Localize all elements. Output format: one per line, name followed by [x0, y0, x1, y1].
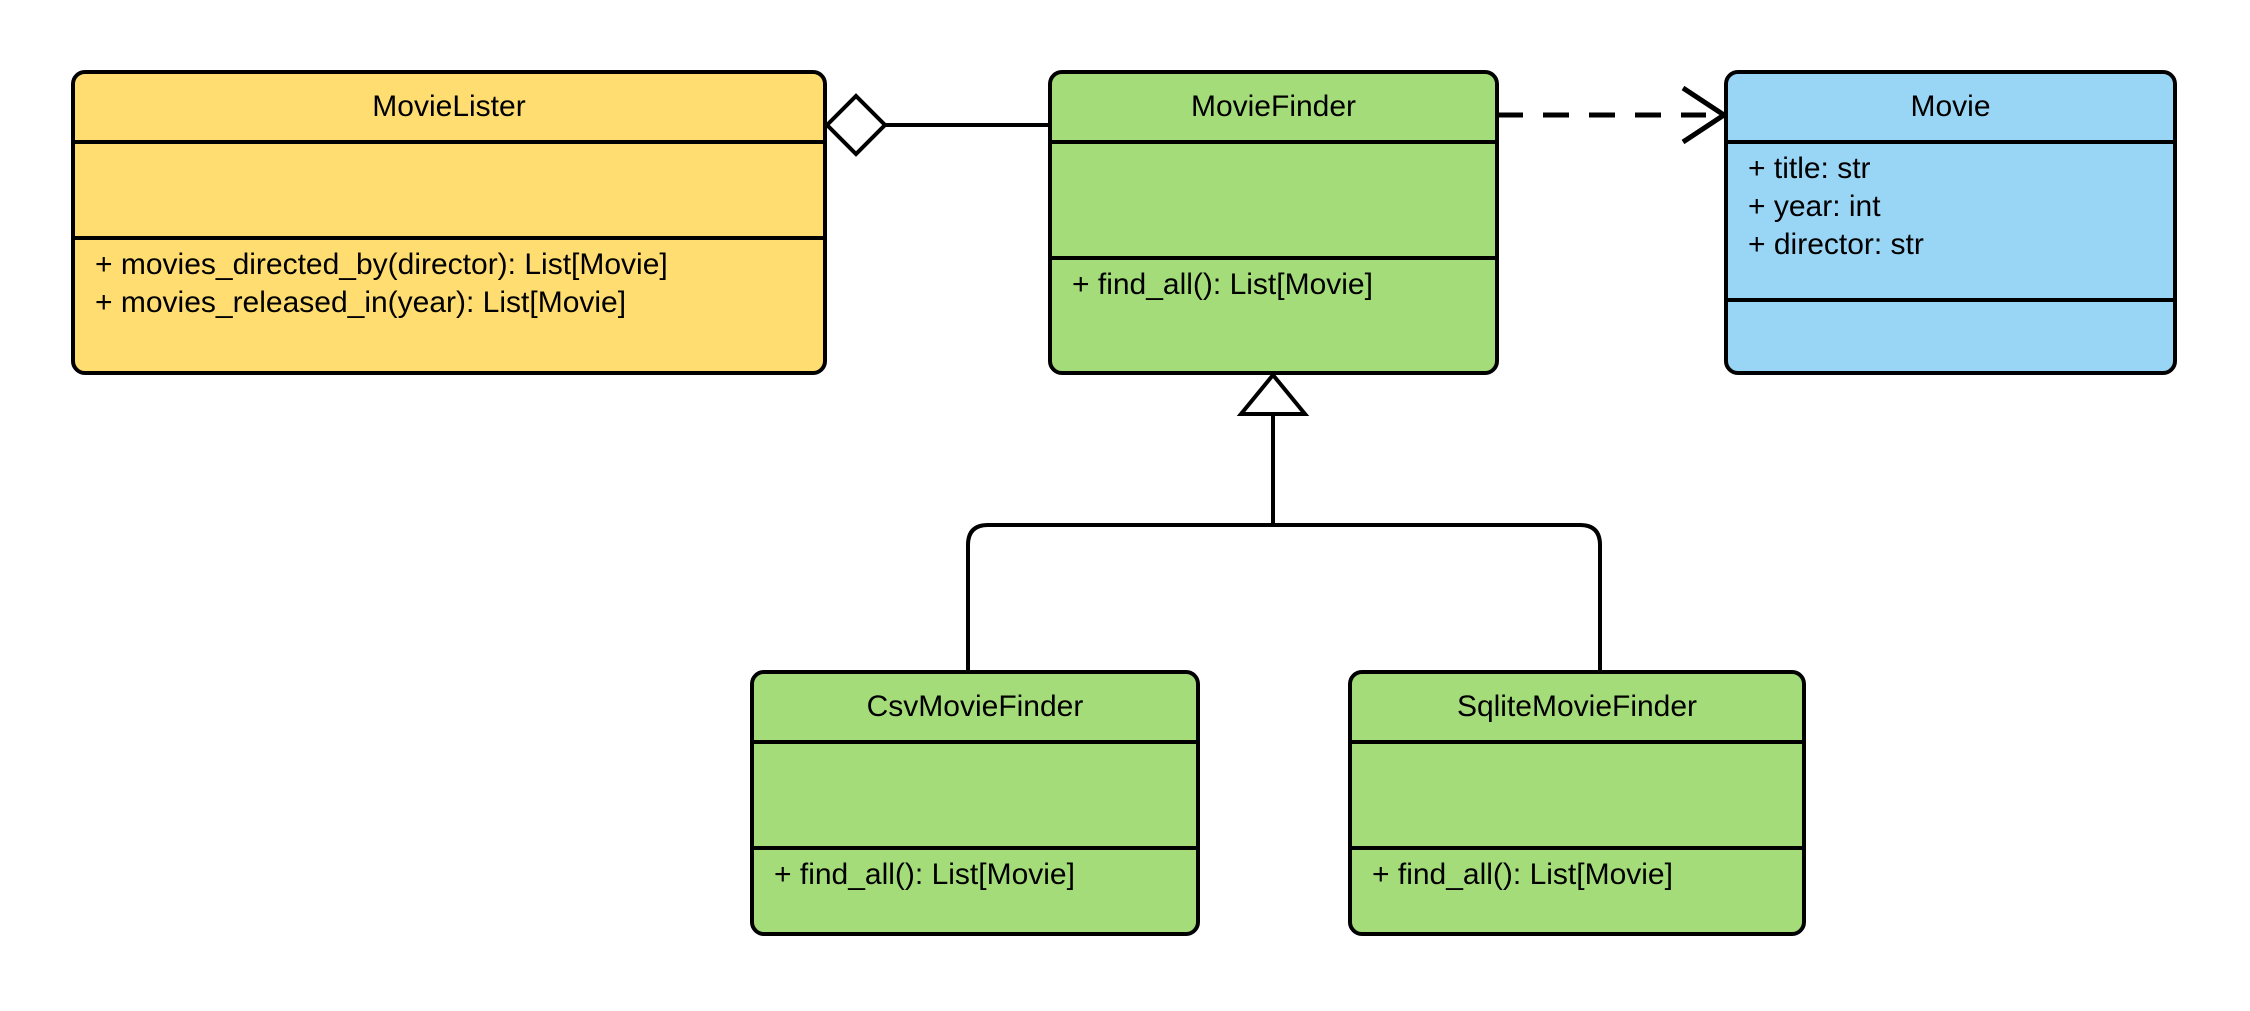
class-method: + find_all(): List[Movie] — [1372, 858, 1673, 891]
class-box-csv-movie-finder[interactable]: CsvMovieFinder + find_all(): List[Movie] — [750, 670, 1200, 936]
relationship-dependency-finder-movie[interactable] — [1497, 85, 1729, 145]
class-method: + movies_directed_by(director): List[Mov… — [95, 248, 668, 281]
class-box-sqlite-movie-finder[interactable]: SqliteMovieFinder + find_all(): List[Movi… — [1348, 670, 1806, 936]
class-method: + find_all(): List[Movie] — [1072, 268, 1373, 301]
class-name-label: MovieLister — [372, 90, 525, 123]
class-box-body — [750, 670, 1200, 936]
hollow-diamond-marker — [824, 93, 888, 157]
class-method: + find_all(): List[Movie] — [774, 858, 1075, 891]
hollow-triangle-marker — [1236, 371, 1310, 416]
class-name-label: Movie — [1910, 90, 1990, 123]
class-name-label: CsvMovieFinder — [867, 690, 1084, 723]
class-box-movie[interactable]: Movie + title: str + year: int + director: … — [1724, 70, 2177, 375]
class-attribute: + director: str — [1748, 228, 1924, 261]
class-box-movie-lister[interactable]: MovieLister + movies_directed_by(director… — [71, 70, 827, 375]
class-name-label: MovieFinder — [1191, 90, 1356, 123]
class-box-body — [1348, 670, 1806, 936]
class-box-movie-finder[interactable]: MovieFinder + find_all(): List[Movie] — [1048, 70, 1499, 375]
relationship-aggregation-lister-finder[interactable] — [824, 93, 1050, 157]
relationship-generalization-bus[interactable] — [966, 371, 1602, 672]
generalization-branch-csv — [966, 523, 1273, 672]
class-box-body — [71, 70, 827, 375]
class-boxes-layer: MovieLister + movies_directed_by(director… — [71, 70, 2177, 936]
class-name-label: SqliteMovieFinder — [1457, 690, 1697, 723]
class-box-body — [1048, 70, 1499, 375]
class-method: + movies_released_in(year): List[Movie] — [95, 286, 626, 319]
class-attribute: + title: str — [1748, 152, 1871, 185]
generalization-branch-sqlite — [1273, 523, 1602, 672]
class-box-body — [1724, 70, 2177, 375]
class-attribute: + year: int — [1748, 190, 1881, 223]
